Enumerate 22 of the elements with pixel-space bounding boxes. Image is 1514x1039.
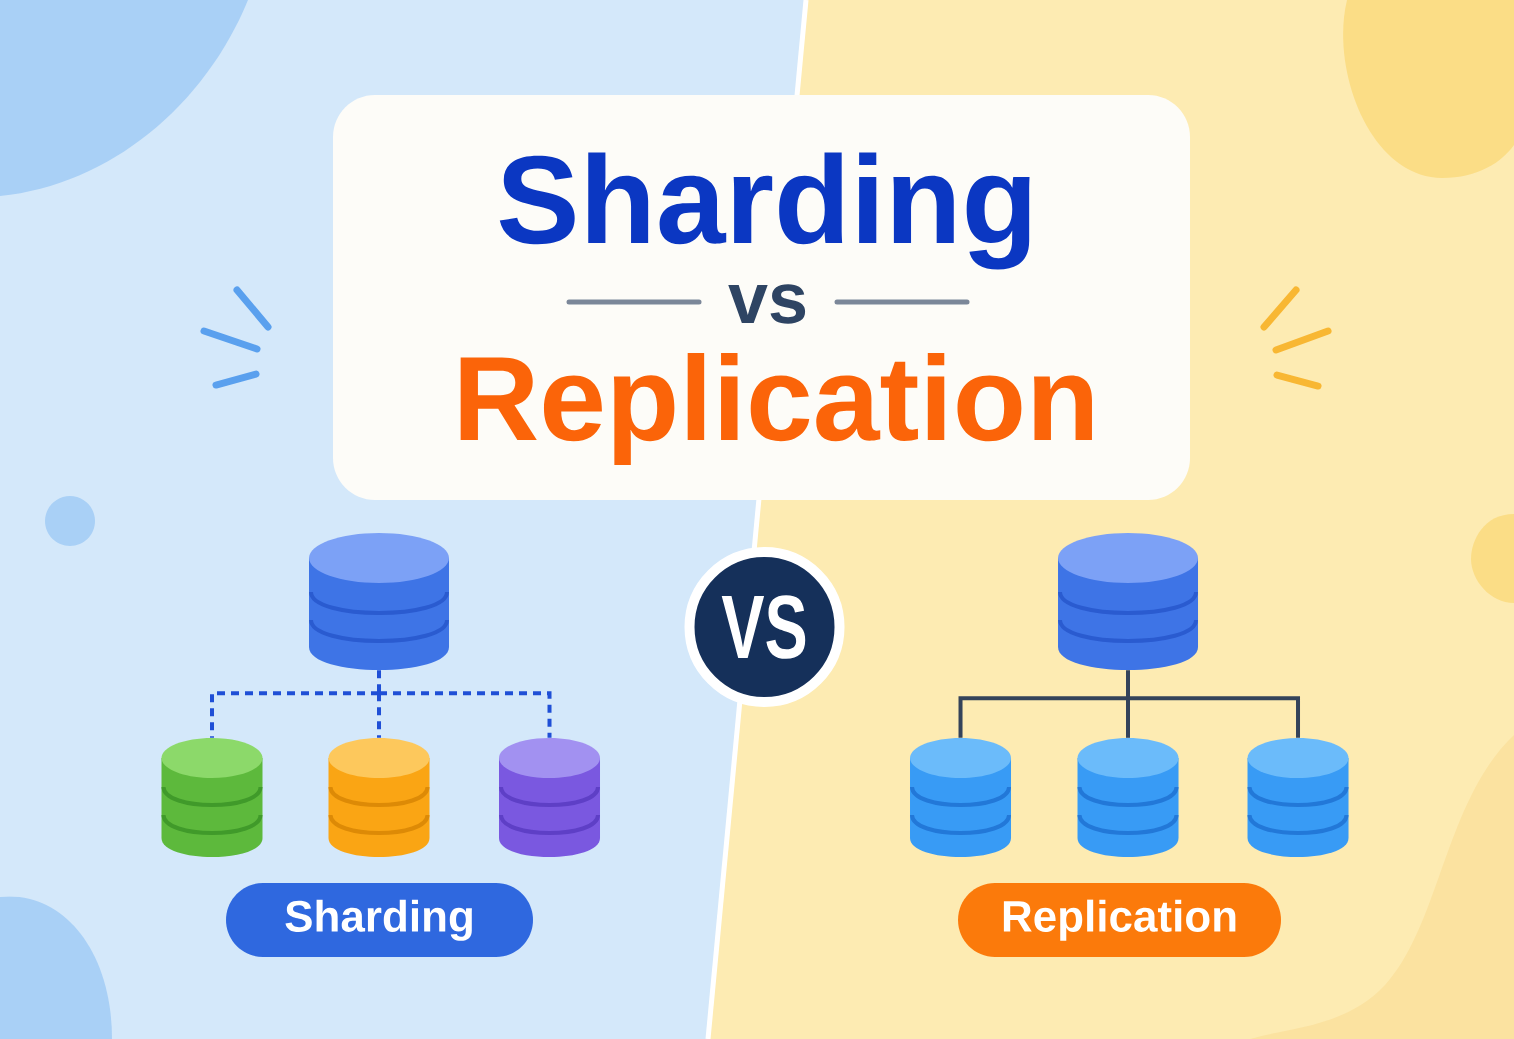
connector-line bbox=[377, 693, 381, 738]
connector-line bbox=[1126, 698, 1130, 738]
database-cylinder bbox=[1077, 738, 1179, 857]
connector-line bbox=[958, 696, 1128, 738]
heading: Sharding bbox=[499, 152, 1030, 270]
connector-line bbox=[210, 691, 379, 738]
connector-line bbox=[377, 670, 381, 694]
database-cylinder bbox=[309, 533, 449, 670]
database-cylinder bbox=[910, 738, 1011, 857]
heading: Replication bbox=[460, 353, 1092, 465]
label-pill: Replication bbox=[958, 883, 1281, 957]
database-cylinder bbox=[499, 738, 600, 857]
connector-line bbox=[379, 691, 552, 738]
connector-line bbox=[1128, 696, 1300, 738]
database-cylinder bbox=[328, 738, 430, 857]
connector-line bbox=[1126, 670, 1130, 699]
database-cylinder bbox=[161, 738, 263, 857]
versus-badge: VS bbox=[684, 547, 845, 707]
database-cylinder bbox=[1247, 738, 1349, 857]
label-pill: Sharding bbox=[226, 883, 533, 957]
database-cylinder bbox=[1058, 533, 1198, 670]
versus-text: vs bbox=[728, 284, 806, 324]
